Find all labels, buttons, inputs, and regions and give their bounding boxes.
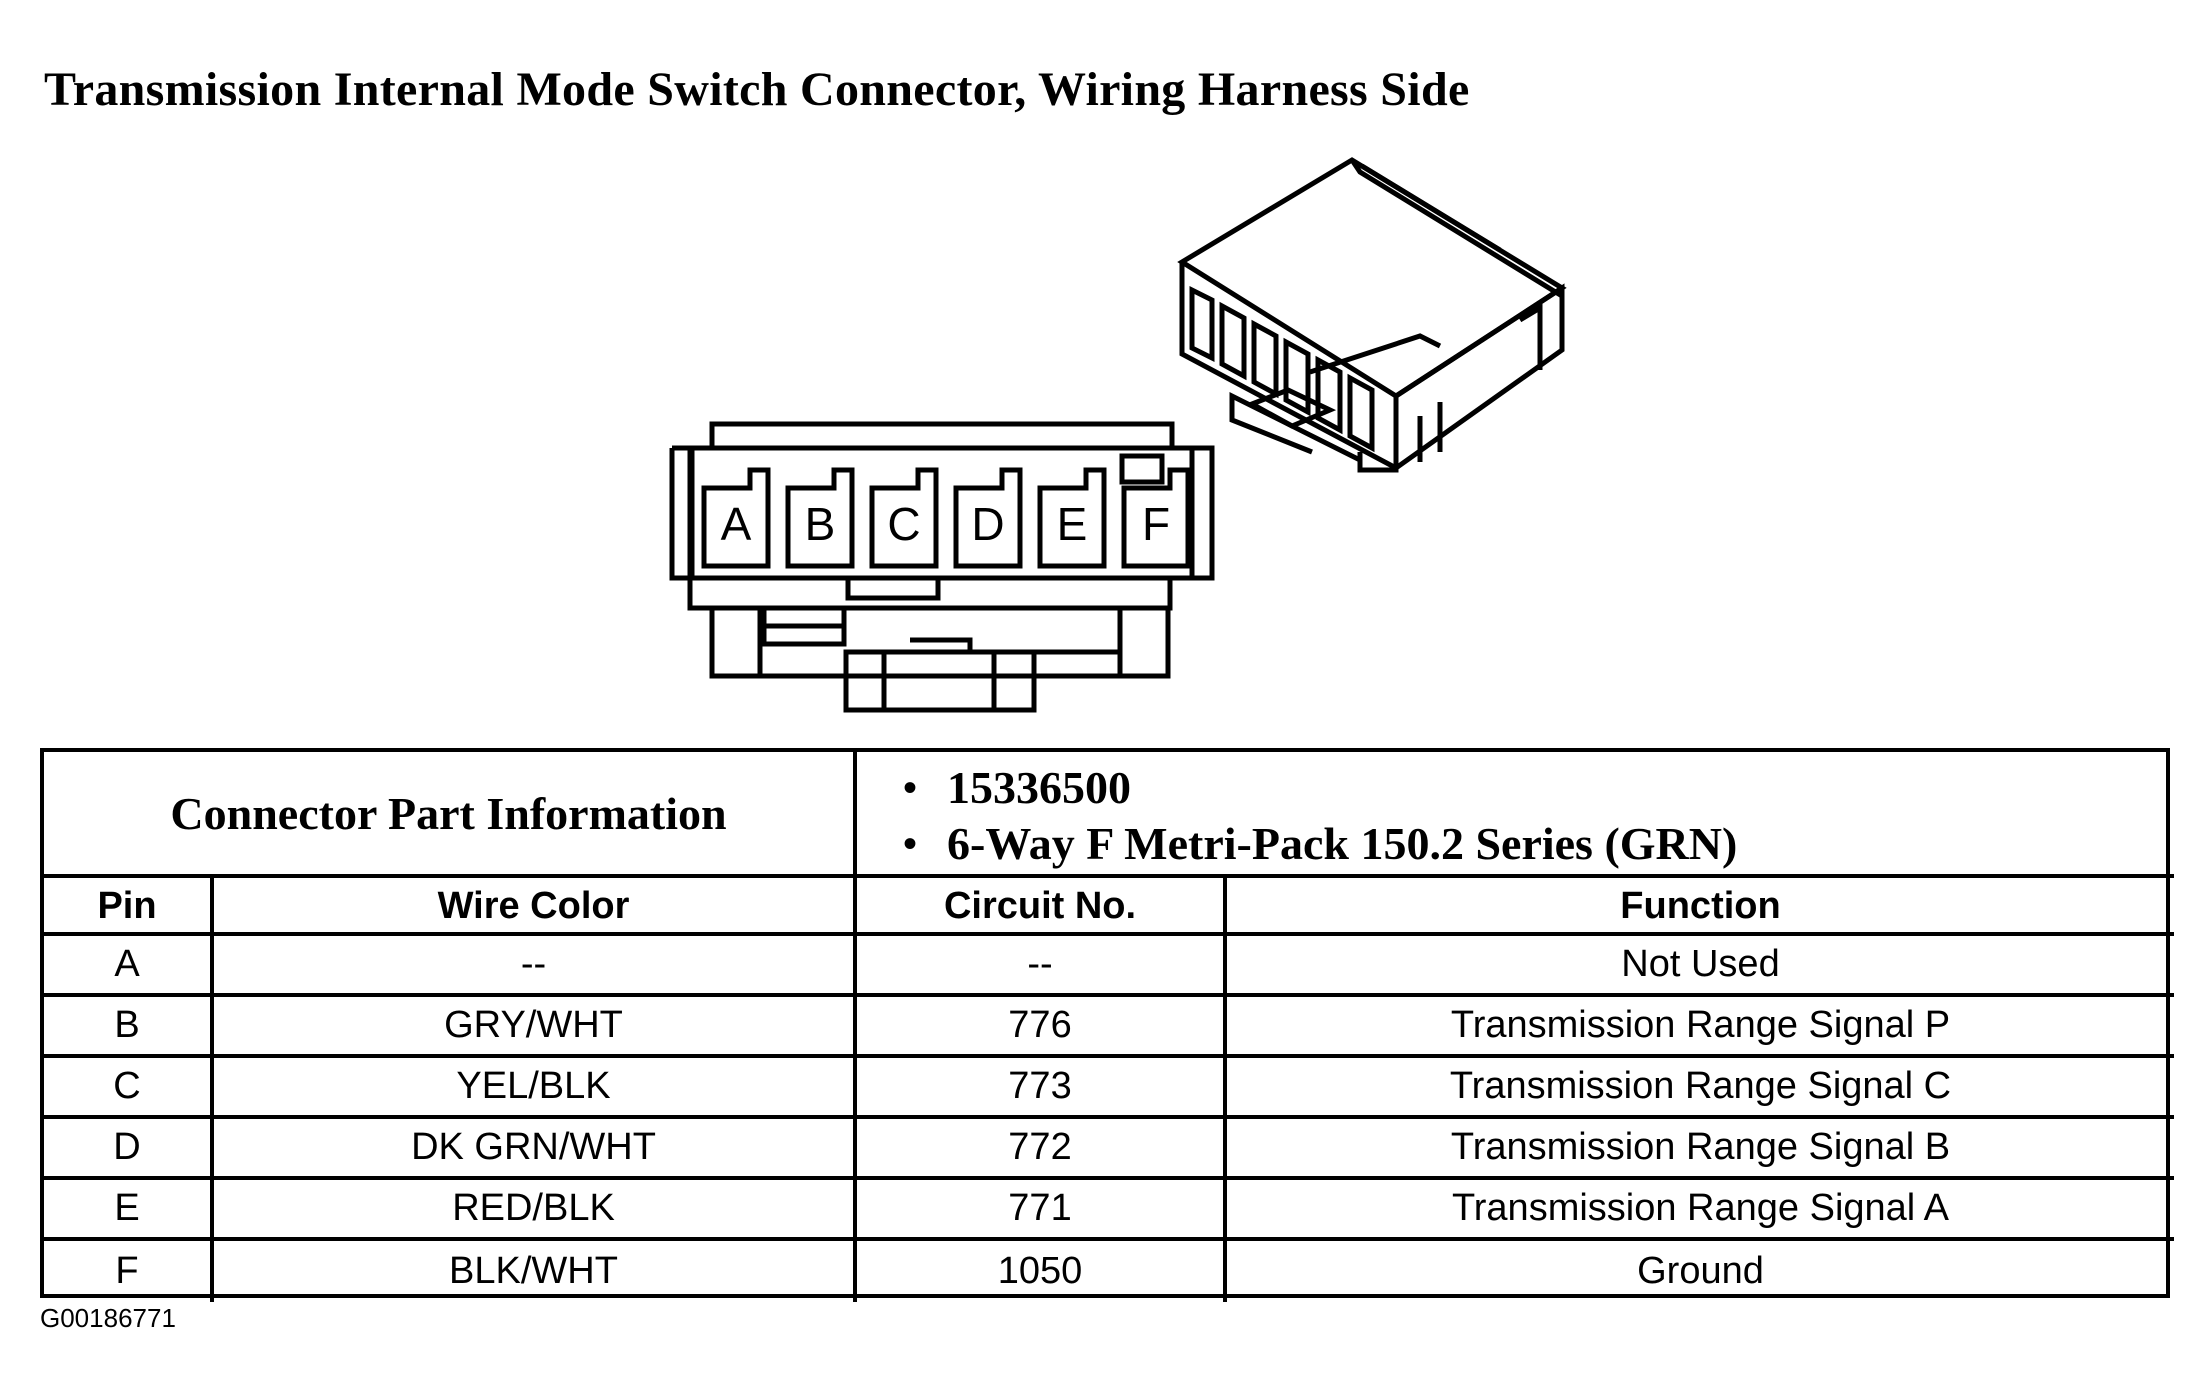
- row-c-wire-color: YEL/BLK: [214, 1058, 857, 1119]
- diagram-title: Transmission Internal Mode Switch Connec…: [44, 63, 1470, 116]
- pin-label-f: F: [1142, 498, 1170, 550]
- header-circuit-no: Circuit No.: [857, 878, 1227, 936]
- part-info-label: Connector Part Information: [44, 752, 857, 878]
- header-function: Function: [1227, 878, 2174, 936]
- row-c-circuit: 773: [857, 1058, 1227, 1119]
- row-d-wire-color: DK GRN/WHT: [214, 1119, 857, 1180]
- bullet-icon: •: [903, 765, 918, 810]
- row-e-function: Transmission Range Signal A: [1227, 1180, 2174, 1241]
- row-f-circuit: 1050: [857, 1241, 1227, 1302]
- row-b-pin: B: [44, 997, 214, 1058]
- row-a-wire-color: --: [214, 936, 857, 997]
- row-c-pin: C: [44, 1058, 214, 1119]
- row-a-pin: A: [44, 936, 214, 997]
- row-b-wire-color: GRY/WHT: [214, 997, 857, 1058]
- row-d-pin: D: [44, 1119, 214, 1180]
- row-e-wire-color: RED/BLK: [214, 1180, 857, 1241]
- row-f-function: Ground: [1637, 1250, 1764, 1292]
- part-number: 15336500: [947, 762, 1131, 813]
- pin-label-d: D: [971, 498, 1004, 550]
- row-c-function: Transmission Range Signal C: [1227, 1058, 2174, 1119]
- row-f-pin: F: [44, 1241, 214, 1302]
- row-a-function: Not Used: [1227, 936, 2174, 997]
- row-d-function: Transmission Range Signal B: [1227, 1119, 2174, 1180]
- part-info-details: • 15336500 • 6-Way F Metri-Pack 150.2 Seri…: [857, 752, 2174, 878]
- row-e-circuit: 771: [857, 1180, 1227, 1241]
- bullet-icon: •: [903, 821, 918, 866]
- header-wire-color: Wire Color: [214, 878, 857, 936]
- pin-label-c: C: [887, 498, 920, 550]
- connector-face-view: [669, 421, 1215, 713]
- part-series-line: • 6-Way F Metri-Pack 150.2 Series (GRN): [903, 816, 1738, 872]
- pin-label-a: A: [721, 498, 752, 550]
- pinout-table: Connector Part Information • 15336500 • 6-…: [40, 748, 2174, 1302]
- row-a-circuit: --: [857, 936, 1227, 997]
- figure-code: G00186771: [40, 1303, 176, 1333]
- header-pin: Pin: [44, 878, 214, 936]
- connector-3d-cavities: [1189, 285, 1375, 453]
- terminal-cavities: [701, 467, 1191, 569]
- row-d-circuit: 772: [857, 1119, 1227, 1180]
- connector-diagram: A B C D E F: [669, 157, 1567, 713]
- part-series: 6-Way F Metri-Pack 150.2 Series (GRN): [947, 818, 1738, 869]
- row-f-wire-color: BLK/WHT: [214, 1241, 857, 1302]
- row-e-pin: E: [44, 1180, 214, 1241]
- part-number-line: • 15336500: [903, 760, 1131, 816]
- pin-label-e: E: [1057, 498, 1088, 550]
- pin-label-b: B: [805, 498, 836, 550]
- row-b-function: Transmission Range Signal P: [1227, 997, 2174, 1058]
- row-b-circuit: 776: [857, 997, 1227, 1058]
